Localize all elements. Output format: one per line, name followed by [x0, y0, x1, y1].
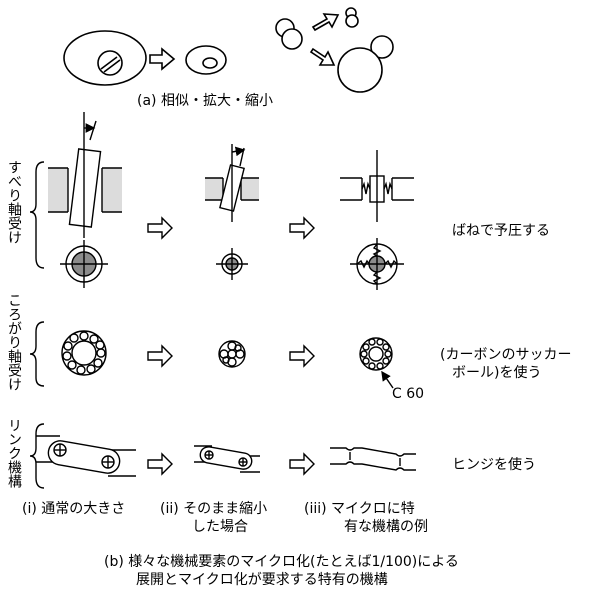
row-label-rolling: ころがり軸受け — [6, 293, 22, 391]
column-label-2-line1: (ii) そのまま縮小 — [160, 501, 268, 517]
caption-b-line1: (b) 様々な機械要素のマイクロ化(たとえば1/100)による — [104, 554, 459, 570]
bearing-shrunk — [205, 144, 259, 280]
column-label-3-line2: 有な機構の例 — [344, 519, 428, 535]
link-mechanism-row — [29, 423, 416, 489]
arrow-r3-2-3 — [289, 452, 315, 476]
rolling-bearing-row — [29, 321, 394, 389]
row2-brace — [29, 321, 45, 387]
bearing-normal — [48, 112, 122, 288]
link-flexure-hinge — [330, 447, 416, 471]
arrow-2-3 — [289, 216, 315, 240]
bearing-preloaded — [340, 150, 414, 290]
large-ellipse-shape — [63, 30, 147, 86]
column-label-3-line1: (iii) マイクロに特 — [304, 501, 415, 517]
sliding-bearing-row — [29, 112, 414, 290]
arrow-r2-2-3 — [289, 344, 315, 368]
caption-b: (b) 様々な機械要素のマイクロ化(たとえば1/100)による 展開とマイクロ化… — [104, 553, 459, 589]
c60-label: C 60 — [392, 386, 425, 402]
right-label-link: ヒンジを使う — [452, 457, 536, 473]
arrow-1-2 — [147, 216, 173, 240]
caption-a: (a) 相似・拡大・縮小 — [137, 93, 273, 109]
scale-up-arrow-1 — [311, 13, 340, 32]
row3-brace — [29, 423, 45, 489]
link-normal — [36, 435, 136, 477]
arrow-r3-1-2 — [147, 452, 173, 476]
part-a-figure — [63, 7, 394, 93]
column-label-1: (i) 通常の大きさ — [22, 501, 126, 517]
right-label-rolling-line1: (カーボンのサッカー — [440, 347, 572, 363]
ball-bearing-normal — [61, 330, 107, 376]
column-label-2-line2: した場合 — [192, 519, 248, 535]
row1-brace — [29, 161, 45, 269]
scale-down-arrow — [149, 47, 176, 71]
ball-bearing-shrunk — [218, 340, 246, 368]
right-label-rolling-line2: ボール)を使う — [452, 365, 542, 381]
arrow-r2-1-2 — [147, 344, 173, 368]
right-label-sliding: ばねで予圧する — [452, 223, 550, 239]
row-label-link: リンク機構 — [6, 418, 22, 488]
column-label-3: (iii) マイクロに特 有な機構の例 — [304, 500, 428, 536]
c60-bearing — [359, 337, 394, 389]
caption-b-line2: 展開とマイクロ化が要求する特有の機構 — [136, 572, 388, 588]
link-shrunk — [194, 445, 260, 473]
right-label-rolling: (カーボンのサッカー ボール)を使う — [440, 346, 571, 382]
column-label-2: (ii) そのまま縮小 した場合 — [160, 500, 267, 536]
gourd-shapes — [275, 7, 394, 93]
scale-up-arrow-2 — [309, 47, 336, 66]
row-label-sliding: すべり軸受け — [6, 160, 22, 244]
small-ellipse-shape — [185, 45, 227, 75]
